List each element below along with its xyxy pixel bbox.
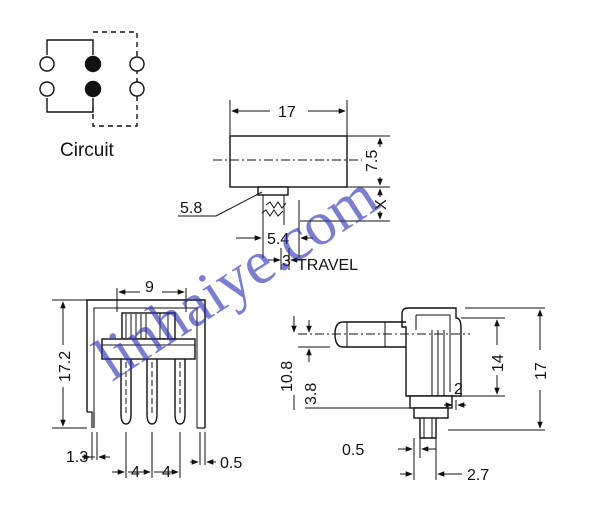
watermark: linhaiye.com (83, 161, 390, 393)
dim-depth: 2.7 (467, 467, 489, 484)
switch-base (101, 338, 196, 360)
side-view (298, 307, 545, 480)
metal-frame (86, 299, 206, 428)
switch-body (229, 135, 348, 188)
pin-center (146, 359, 158, 425)
dim-lever-width: 5.4 (267, 231, 289, 248)
dim-side-body-height: 14 (490, 354, 507, 372)
dim-front-height: 17.2 (57, 351, 74, 382)
dim-front-width: 9 (145, 279, 154, 296)
front-view-dimensions (60, 289, 216, 475)
dim-side-total-height: 17 (533, 362, 550, 380)
lever-base (257, 186, 289, 196)
contact-terminal (129, 81, 145, 97)
top-view-dimensions (231, 108, 383, 263)
side-view-dimensions (291, 309, 543, 477)
dim-travel: 3 (282, 253, 291, 270)
travel-label: TRAVEL (297, 257, 358, 274)
dim-pitch-2: 4 (162, 464, 171, 481)
dim-pitch-1: 4 (131, 464, 140, 481)
dim-pin-span: 2 (454, 381, 463, 398)
top-view (178, 100, 390, 270)
contact-common (84, 55, 102, 73)
dim-lever-height: 10.8 (279, 361, 296, 392)
front-view (52, 288, 206, 478)
dim-lever-side-width: 3.8 (303, 383, 320, 405)
pin-right (174, 359, 186, 425)
dim-top-width: 17 (278, 104, 296, 121)
dim-travel-height: X (373, 199, 390, 210)
contact-common (84, 80, 102, 98)
side-housing (401, 307, 462, 397)
pin-left (120, 359, 132, 425)
contact-terminal (39, 81, 55, 97)
dim-pin-width: 0.5 (220, 455, 242, 472)
dim-pin-thickness: 0.5 (342, 442, 364, 459)
contact-terminal (39, 56, 55, 72)
circuit-diagram (39, 31, 145, 127)
dim-lever-offset: 5.8 (180, 200, 202, 217)
contact-terminal (129, 56, 145, 72)
dim-top-height: 7.5 (364, 150, 381, 172)
dim-pin-offset: 1.3 (66, 449, 88, 466)
circuit-label: Circuit (60, 140, 115, 161)
